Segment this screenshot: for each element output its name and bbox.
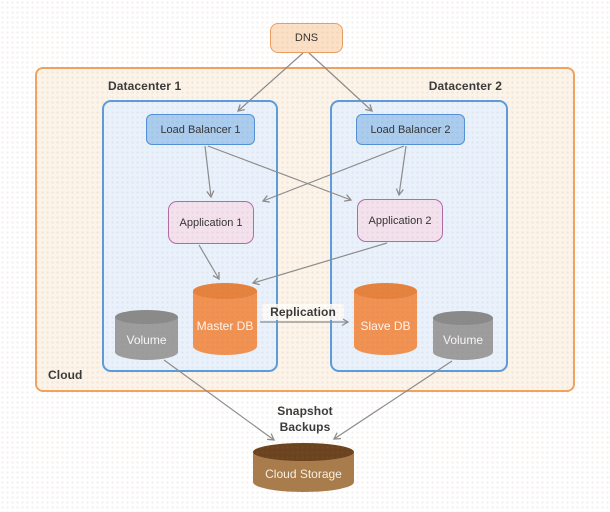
load-balancer-2-label: Load Balancer 2 xyxy=(370,123,451,136)
master-db-label: Master DB xyxy=(196,318,254,333)
volume-1-label: Volume xyxy=(126,332,167,347)
application-1-label: Application 1 xyxy=(179,216,243,229)
application-2-label: Application 2 xyxy=(368,214,432,227)
cloud-label: Cloud xyxy=(48,368,83,382)
load-balancer-1-node: Load Balancer 1 xyxy=(146,114,255,145)
dns-node: DNS xyxy=(270,23,343,53)
volume-1-cylinder: Volume xyxy=(115,310,178,360)
application-2-node: Application 2 xyxy=(357,199,443,242)
cylinder-body xyxy=(433,318,493,360)
cylinder-top xyxy=(115,310,178,324)
dns-node-label: DNS xyxy=(294,32,319,44)
cylinder-top xyxy=(433,311,493,325)
application-1-node: Application 1 xyxy=(168,201,254,244)
datacenter-1-label: Datacenter 1 xyxy=(108,79,182,93)
cloud-storage-cylinder: Cloud Storage xyxy=(253,443,354,492)
master-db-cylinder: Master DB xyxy=(193,283,257,355)
slave-db-label: Slave DB xyxy=(360,318,411,333)
snapshot-backups-edge-label: Snapshot Backups xyxy=(277,404,333,435)
cylinder-top xyxy=(193,283,257,299)
cylinder-top xyxy=(354,283,417,299)
datacenter-2-label: Datacenter 2 xyxy=(428,79,502,93)
cylinder-top xyxy=(253,443,354,461)
volume-2-label: Volume xyxy=(442,333,484,347)
slave-db-cylinder: Slave DB xyxy=(354,283,417,355)
cylinder-body xyxy=(115,317,178,360)
load-balancer-2-node: Load Balancer 2 xyxy=(356,114,465,145)
volume-2-cylinder: Volume xyxy=(433,311,493,360)
replication-edge-label: Replication xyxy=(262,304,344,320)
cylinder-body xyxy=(354,291,417,355)
cylinder-body xyxy=(193,291,257,355)
load-balancer-1-label: Load Balancer 1 xyxy=(160,123,241,136)
cloud-storage-label: Cloud Storage xyxy=(265,467,342,481)
